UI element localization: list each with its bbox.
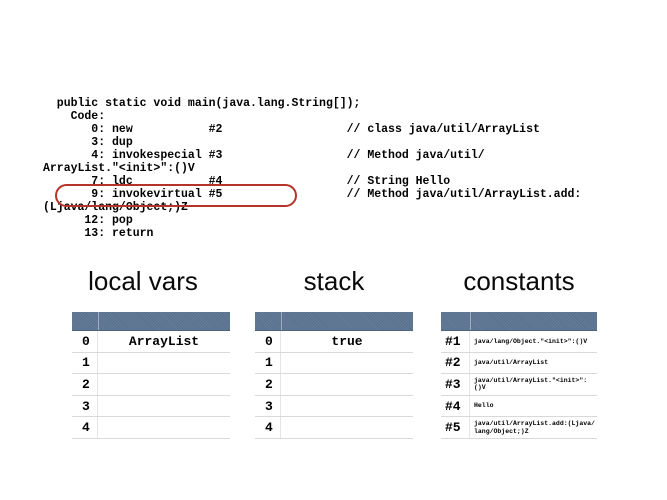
- code-line: 13: return: [43, 227, 154, 240]
- table-header: [255, 312, 413, 331]
- table-row: 1: [72, 352, 230, 375]
- table-header-value-cell: [282, 312, 413, 330]
- code-line: 12: pop: [43, 214, 133, 227]
- table-header: [72, 312, 230, 331]
- code-line: (Ljava/lang/Object;)Z: [43, 201, 188, 214]
- table-row: 1: [255, 352, 413, 375]
- local-vars-table: 0 ArrayList 1 2 3 4: [72, 312, 230, 439]
- row-value: true: [331, 333, 363, 349]
- row-index: 0: [72, 331, 98, 352]
- row-index: #1: [441, 331, 470, 352]
- row-index: #3: [441, 374, 470, 395]
- code-line: public static void main(java.lang.String…: [43, 97, 361, 110]
- constants-table: #1 java/lang/Object."<init>":()V #2 java…: [441, 312, 597, 439]
- row-index: #2: [441, 352, 470, 374]
- table-row: 4: [255, 417, 413, 439]
- code-line: Code:: [43, 110, 106, 123]
- row-value: Hello: [474, 402, 494, 410]
- row-value: java/lang/Object."<init>":()V: [474, 337, 588, 345]
- table-header-index-cell: [255, 312, 282, 330]
- table-row: #1 java/lang/Object."<init>":()V: [441, 331, 597, 353]
- bytecode-listing: public static void main(java.lang.String…: [43, 97, 581, 240]
- table-header-index-cell: [72, 312, 99, 330]
- code-line-highlighted: 9: invokevirtual #5 // Method java/util/…: [43, 188, 582, 201]
- row-index: 4: [255, 417, 281, 438]
- code-line: 4: invokespecial #3 // Method java/util/: [43, 149, 485, 162]
- table-row: 3: [72, 395, 230, 418]
- row-index: 0: [255, 331, 281, 352]
- row-value: java/util/ArrayList.add:(Ljava/ lang/Obj…: [474, 420, 595, 435]
- constants-title: constants: [463, 266, 575, 296]
- stack-title: stack: [303, 266, 365, 296]
- table-header: [441, 312, 597, 331]
- table-row: #4 Hello: [441, 395, 597, 418]
- row-value: java/util/ArrayList."<init>": ()V: [474, 376, 588, 392]
- row-index: #5: [441, 417, 470, 438]
- row-index: 2: [72, 374, 98, 395]
- table-row: 3: [255, 395, 413, 418]
- stack-table: 0 true 1 2 3 4: [255, 312, 413, 439]
- table-row: 0 ArrayList: [72, 331, 230, 353]
- code-line: ArrayList."<init>":()V: [43, 162, 195, 175]
- row-value: java/util/ArrayList: [474, 359, 549, 367]
- row-index: 2: [255, 374, 281, 395]
- table-row: 2: [255, 374, 413, 396]
- code-line: 0: new #2 // class java/util/ArrayList: [43, 123, 540, 136]
- row-index: 4: [72, 417, 98, 438]
- table-header-value-cell: [99, 312, 230, 330]
- local-vars-title: local vars: [88, 266, 198, 296]
- table-row: #3 java/util/ArrayList."<init>": ()V: [441, 374, 597, 396]
- table-header-index-cell: [441, 312, 471, 330]
- row-index: #4: [441, 395, 470, 417]
- table-row: 4: [72, 417, 230, 439]
- table-row: 0 true: [255, 331, 413, 353]
- table-row: #5 java/util/ArrayList.add:(Ljava/ lang/…: [441, 417, 597, 439]
- row-index: 3: [255, 395, 281, 417]
- row-value: ArrayList: [128, 333, 200, 349]
- code-line: 3: dup: [43, 136, 133, 149]
- highlight-oval: [55, 184, 297, 207]
- table-header-value-cell: [471, 312, 597, 330]
- table-row: 2: [72, 374, 230, 396]
- row-index: 1: [72, 352, 98, 374]
- row-index: 1: [255, 352, 281, 374]
- table-row: #2 java/util/ArrayList: [441, 352, 597, 375]
- row-index: 3: [72, 395, 98, 417]
